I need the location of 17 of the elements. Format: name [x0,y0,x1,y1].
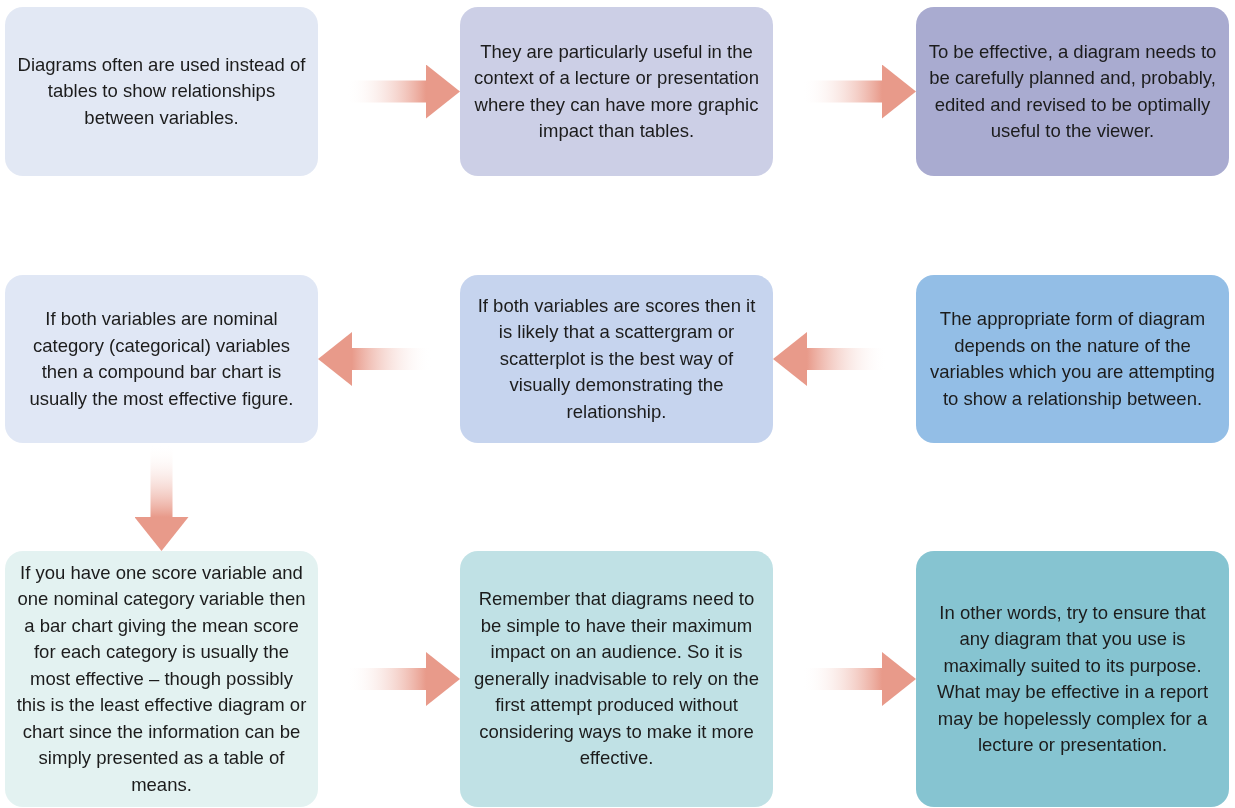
text-box [916,7,1229,176]
box-text: The appropriate form of diagram depends on the nature of the variables which you are attempting to show a relationship between. [929,307,1216,411]
text-box [5,275,318,443]
box-text: Diagrams often are used instead of tables to show relationships between variables. [16,52,307,130]
box-text: If both variables are scores then it is likely that a scattergram or scatterplot is the best way of visually demonstrating the relationship. [476,293,757,424]
box-text: They are particularly useful in the context of a lecture or presentation where they can have more graphic impact than tables. [473,39,760,143]
box-text: If both variables are nominal category (categorical) variables then a compound bar chart is usually the most effective figure. [28,307,295,411]
box-text: Remember that diagrams need to be simple to have their maximum impact on an audience. So it is generally inadvisable to rely on the first attempt produced without considering ways to make it more effective. [473,587,760,771]
text-box [460,551,773,807]
text-box [460,275,773,443]
text-box [5,7,318,176]
box-text: If you have one score variable and one nominal category variable then a bar chart giving the mean score for each category is usually the most effective – though possibly this is the least effective diagram or chart since the information can be simply presented as a table of means. [15,560,308,797]
text-box [916,551,1229,807]
text-box [916,275,1229,443]
box-text: In other words, try to ensure that any diagram that you use is maximally suited to its purpose. What may be effective in a report may be hopelessly complex for a lecture or presentation. [935,600,1210,757]
box-text: To be effective, a diagram needs to be carefully planned and, probably, edited and revised to be optimally useful to the viewer. [927,39,1218,143]
text-box [460,7,773,176]
